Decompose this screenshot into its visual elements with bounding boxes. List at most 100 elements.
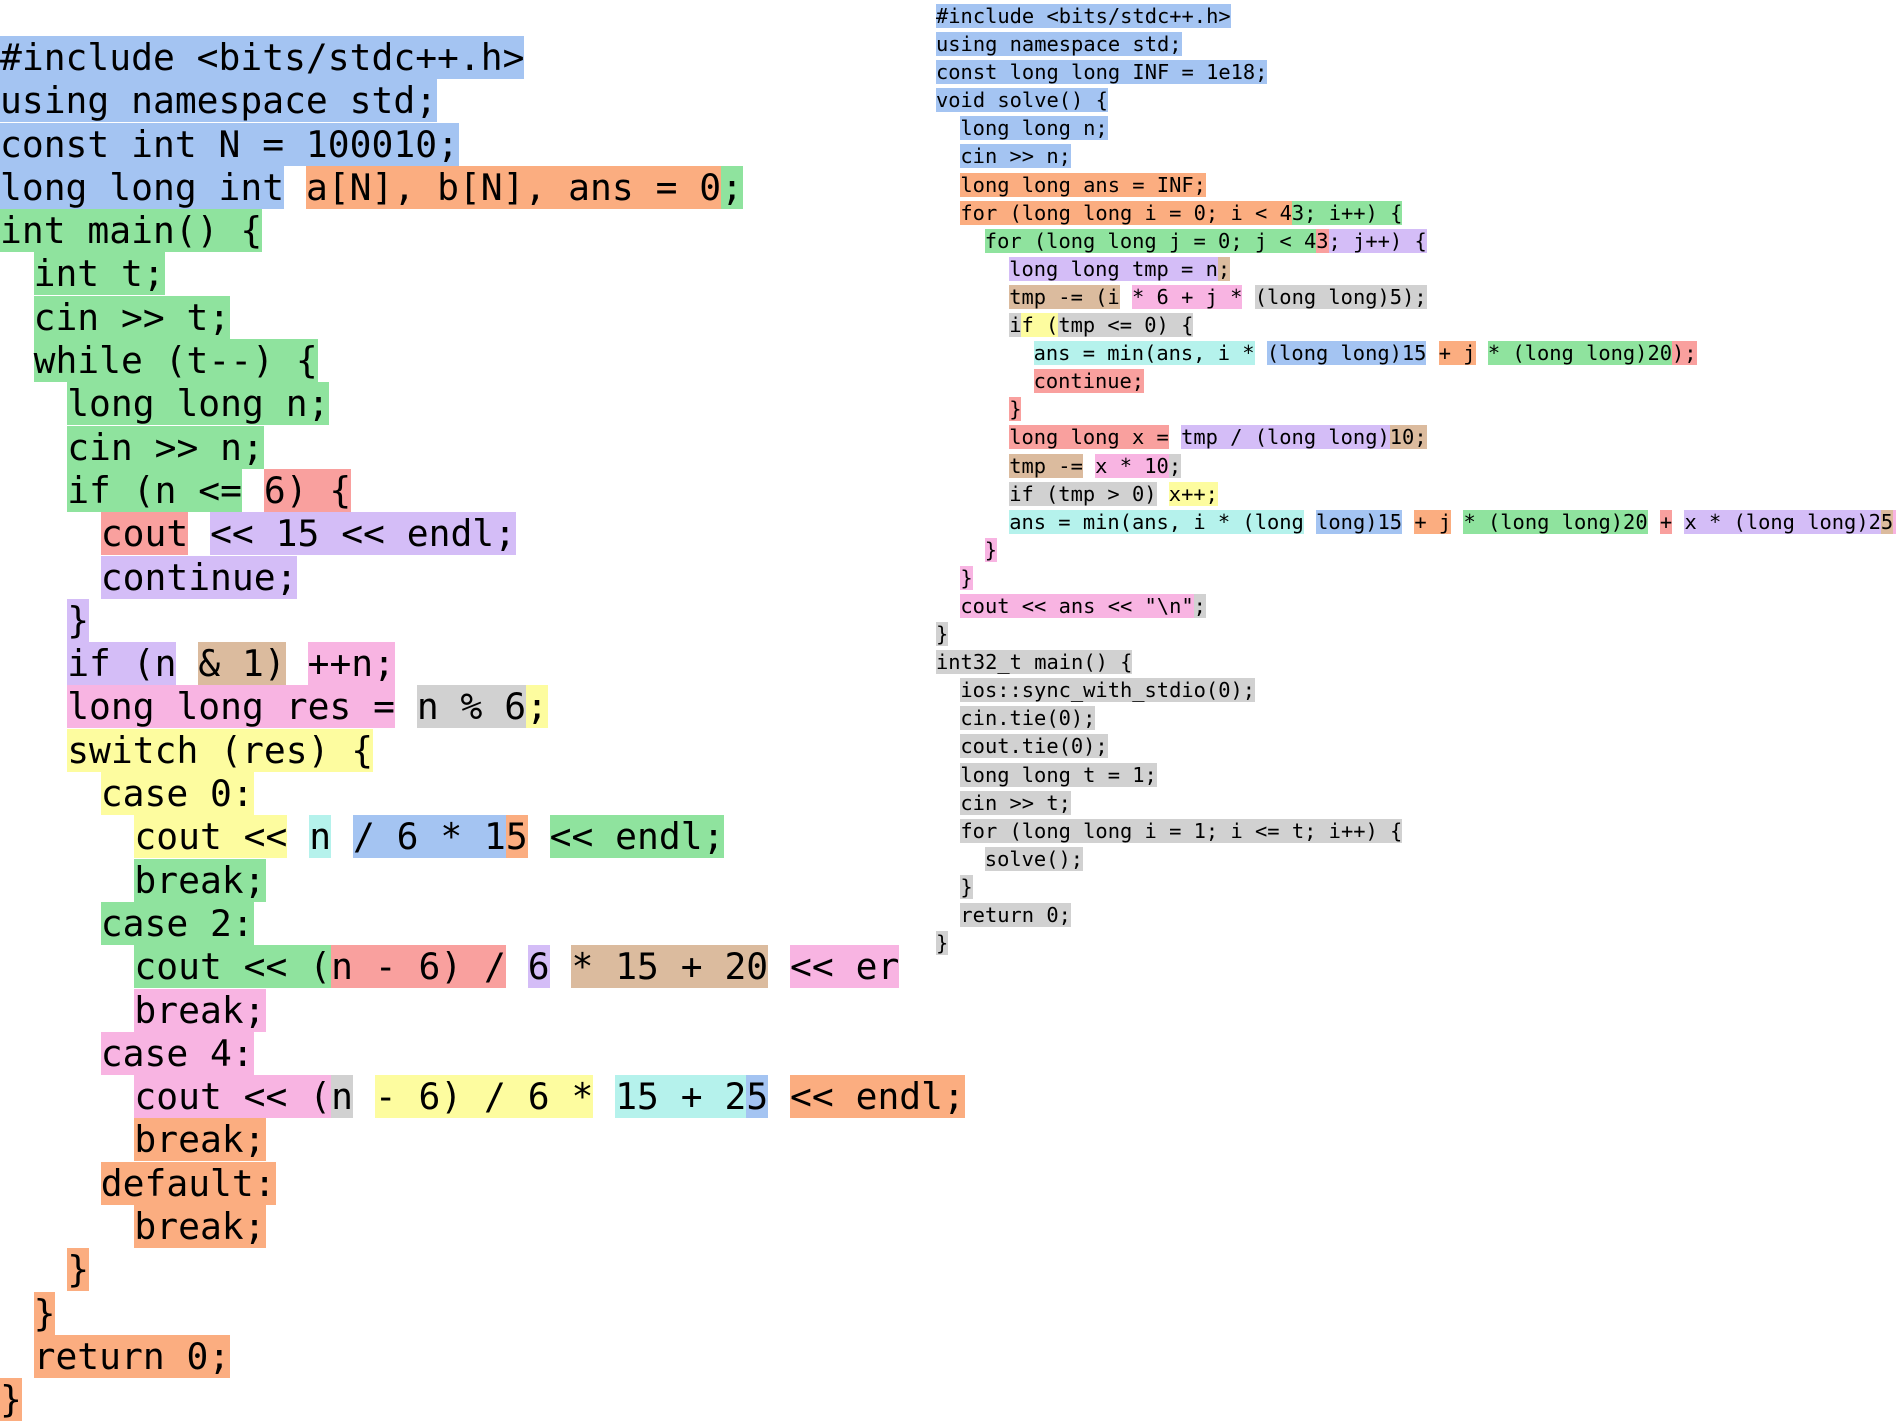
code-segment: + j xyxy=(1438,341,1476,366)
code-segment: continue; xyxy=(1033,369,1145,394)
code-segment: if (n xyxy=(67,642,177,686)
code-segment xyxy=(1169,425,1181,449)
code-segment xyxy=(1426,341,1438,365)
code-segment: 15 + 2 xyxy=(615,1075,747,1119)
code-segment xyxy=(284,166,306,209)
code-segment: ; xyxy=(1193,593,1206,618)
right-code-line: cin >> n; xyxy=(936,142,1896,170)
code-segment: } xyxy=(33,1291,56,1335)
right-code-line: for (long long j = 0; j < 43; j++) { xyxy=(936,227,1896,255)
code-segment: n - 6) / xyxy=(331,945,506,989)
code-segment xyxy=(528,815,550,858)
left-code-line: break; xyxy=(0,858,935,902)
code-segment xyxy=(550,945,572,988)
left-code-line: cout << (n - 6) / 6 * 15 + 25 << endl; xyxy=(0,1075,965,1119)
left-code-line: while (t--) { xyxy=(0,339,935,383)
left-code-line: int t; xyxy=(0,252,935,296)
code-segment: cin.tie(0); xyxy=(960,706,1096,731)
code-segment xyxy=(1648,510,1660,534)
code-segment: } xyxy=(0,1378,22,1422)
right-code-line: for (long long i = 0; i < 43; i++) { xyxy=(936,199,1896,227)
code-segment: if (n <= xyxy=(67,468,243,512)
right-code-line: ios::sync_with_stdio(0); xyxy=(936,676,1896,704)
code-segment: * (long long)20 xyxy=(1463,509,1648,534)
code-segment: * 6 + j * xyxy=(1131,284,1243,309)
left-code-line: long long n; xyxy=(0,382,935,426)
code-segment: ); xyxy=(1893,509,1896,534)
code-segment: while (t--) { xyxy=(33,339,318,383)
right-code-line: tmp -= x * 10; xyxy=(936,452,1896,480)
code-segment: 3; i++) { xyxy=(1291,200,1403,225)
code-segment: & 1) xyxy=(198,642,286,686)
code-segment: using namespace std; xyxy=(936,32,1182,57)
code-segment: << endl; xyxy=(549,815,725,859)
code-segment: tmp <= 0) { xyxy=(1058,313,1194,338)
code-segment: cin >> n; xyxy=(67,425,264,469)
code-segment: cout xyxy=(100,512,189,556)
right-code-line: } xyxy=(936,395,1896,423)
code-segment: << 15 << endl; xyxy=(210,512,517,556)
code-segment: n % 6 xyxy=(416,685,527,729)
left-code-line: } xyxy=(0,1248,935,1292)
code-segment: 3 xyxy=(1316,228,1329,253)
code-segment: case 0: xyxy=(100,772,254,816)
left-code-line: cout << 15 << endl; xyxy=(0,512,935,556)
code-segment: if (tmp > 0) xyxy=(1009,481,1157,506)
code-segment: long long x = xyxy=(1009,425,1169,450)
code-segment: cout << xyxy=(134,815,288,859)
code-segment: for (long long j = 0; j < 4 xyxy=(984,228,1317,253)
code-segment: const int N = 100010; xyxy=(0,122,459,166)
code-segment: for (long long i = 1; i <= t; i++) { xyxy=(960,818,1403,843)
code-segment: tmp -= (i xyxy=(1009,284,1120,309)
right-code-line: cout << ans << "\n"; xyxy=(936,592,1896,620)
right-code-line: ans = min(ans, i * (long long)15 + j * (… xyxy=(936,508,1896,536)
code-segment: a[N], b[N], ans = 0 xyxy=(305,165,722,209)
code-segment: } xyxy=(960,874,973,899)
code-segment: break; xyxy=(134,858,266,902)
code-segment: long long int xyxy=(0,165,285,209)
code-segment: 5 xyxy=(1880,509,1894,534)
left-code-line: } xyxy=(0,1378,935,1422)
right-code-line: solve(); xyxy=(936,845,1896,873)
code-segment: / 6 * 1 xyxy=(352,815,506,859)
code-segment: ans = min(ans, i * (long xyxy=(1009,509,1304,534)
code-segment xyxy=(1672,510,1684,534)
left-code-line: if (n <= 6) { xyxy=(0,468,935,512)
right-code-line: #include <bits/stdc++.h> xyxy=(936,2,1896,30)
code-segment xyxy=(176,642,198,685)
code-segment: ++n; xyxy=(307,642,396,686)
code-segment: 10; xyxy=(1389,425,1427,450)
code-segment: ans = min(ans, i * xyxy=(1033,341,1255,366)
left-code-line: cin >> n; xyxy=(0,425,935,469)
left-code-line: int main() { xyxy=(0,209,935,253)
right-code-line: using namespace std; xyxy=(936,30,1896,58)
code-segment: ios::sync_with_stdio(0); xyxy=(960,678,1256,703)
code-segment: x * 10 xyxy=(1095,453,1169,478)
code-segment xyxy=(1083,454,1095,478)
left-code-line: break; xyxy=(0,1118,935,1162)
code-segment: tmp -= xyxy=(1009,453,1083,478)
code-segment: switch (res) { xyxy=(67,728,374,772)
right-code-line: cin >> t; xyxy=(936,789,1896,817)
right-code-line: const long long INF = 1e18; xyxy=(936,58,1896,86)
right-code-block: #include <bits/stdc++.h>using namespace … xyxy=(936,2,1896,957)
code-segment xyxy=(1157,482,1169,506)
left-code-line: const int N = 100010; xyxy=(0,122,935,166)
code-segment: } xyxy=(936,931,949,956)
left-code-line: default: xyxy=(0,1161,935,1205)
code-segment xyxy=(242,469,264,512)
code-segment: * 15 + 20 xyxy=(571,945,769,989)
left-code-line: cout << (n - 6) / 6 * 15 + 20 << er xyxy=(0,945,935,989)
right-code-line: int32_t main() { xyxy=(936,648,1896,676)
right-code-line: ans = min(ans, i * (long long)15 + j * (… xyxy=(936,339,1896,367)
code-segment: cout << ( xyxy=(134,945,332,989)
code-segment xyxy=(768,945,790,988)
left-code-line: break; xyxy=(0,988,935,1032)
code-segment: break; xyxy=(134,1118,266,1162)
left-code-line: long long int a[N], b[N], ans = 0; xyxy=(0,165,935,209)
code-segment: long long t = 1; xyxy=(960,762,1157,787)
left-code-line: } xyxy=(0,598,935,642)
right-code-line: tmp -= (i * 6 + j * (long long)5); xyxy=(936,283,1896,311)
code-segment: case 4: xyxy=(100,1031,254,1075)
code-segment xyxy=(1304,510,1316,534)
